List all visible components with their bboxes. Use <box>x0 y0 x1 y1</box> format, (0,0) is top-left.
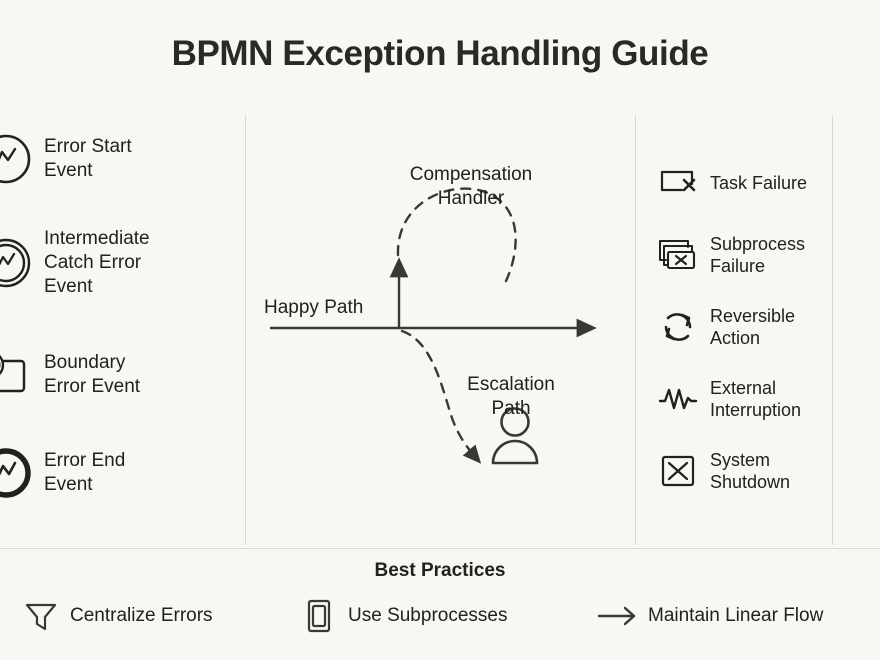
legend-label: System Shutdown <box>710 450 791 492</box>
column-divider-2 <box>635 115 636 545</box>
patterns-column: Bo E C E Com H Esc P Te E <box>833 115 880 545</box>
error-start-event-icon <box>0 131 34 187</box>
triggers-column: Task Failure Subprocess Failure <box>636 115 832 545</box>
legend-item-subprocess-failure: Subprocess Failure <box>658 233 844 277</box>
best-practice-item-centralize-errors: Centralize Errors <box>22 597 213 635</box>
escalation-dashed-path <box>400 329 482 464</box>
legend-item-boundary-error-event: Boundary Error Event <box>0 347 246 403</box>
best-practice-label: Centralize Errors <box>70 605 213 626</box>
legend-item-error-start-event: Error Start Event <box>0 131 246 187</box>
compensation-handler-label: Compensation Handler <box>409 164 533 209</box>
legend-label: External Interruption <box>710 378 802 420</box>
events-column: Error Start Event Intermediate Catch Err… <box>0 115 246 545</box>
happy-path-label: Happy Path <box>264 297 364 318</box>
footer-title: Best Practices <box>374 560 506 581</box>
arrow-right-icon <box>597 597 638 635</box>
legend-item-intermediate-catch-error-event: Intermediate Catch Error Event <box>0 227 246 299</box>
legend-item-reversible-action: Reversible Action <box>658 305 844 349</box>
best-practice-item-maintain-linear-flow: Maintain Linear Flow <box>597 597 824 635</box>
page-title: BPMN Exception Handling Guide <box>171 34 709 73</box>
best-practice-item-use-subprocesses: Use Subprocesses <box>300 597 507 635</box>
compensation-loop-path <box>396 187 517 283</box>
boundary-error-event-icon <box>0 347 34 403</box>
subprocess-failure-icon <box>658 235 698 275</box>
pattern-item: Te E <box>845 451 880 495</box>
legend-label: Subprocess Failure <box>710 234 806 276</box>
legend-label: Error Start Event <box>44 136 132 181</box>
legend-label: Boundary Error Event <box>44 352 141 397</box>
reversible-action-icon <box>658 307 698 347</box>
pattern-item: Com H <box>845 307 880 351</box>
column-divider-3 <box>832 115 833 545</box>
task-failure-icon <box>658 163 698 203</box>
escalation-path-label: Escalation Path <box>467 374 555 419</box>
legend-item-task-failure: Task Failure <box>658 163 844 203</box>
pattern-item: Bo E <box>845 163 880 207</box>
flow-diagram: Compensation Handler Happy Path Escalati… <box>246 115 635 545</box>
legend-label: Error End Event <box>44 450 126 495</box>
column-divider-1 <box>245 115 246 545</box>
best-practices-footer: Best Practices Centralize Errors Use Sub… <box>0 549 880 660</box>
system-shutdown-icon <box>658 451 698 491</box>
nested-rectangle-icon <box>300 597 338 635</box>
legend-label: Reversible Action <box>710 306 796 348</box>
footer-divider <box>0 548 880 549</box>
flow-diagram-graphic <box>270 187 597 465</box>
pattern-item: Esc P <box>845 379 880 423</box>
legend-item-error-end-event: Error End Event <box>0 445 246 501</box>
best-practice-label: Maintain Linear Flow <box>648 605 824 626</box>
funnel-icon <box>22 597 60 635</box>
legend-item-external-interruption: External Interruption <box>658 377 844 421</box>
external-interruption-icon <box>658 379 698 419</box>
best-practice-label: Use Subprocesses <box>348 605 508 626</box>
pattern-item: C E <box>845 235 880 279</box>
legend-label: Intermediate Catch Error Event <box>44 228 150 297</box>
person-icon <box>491 407 539 465</box>
intermediate-catch-error-event-icon <box>0 235 34 291</box>
error-end-event-icon <box>0 445 34 501</box>
legend-item-system-shutdown: System Shutdown <box>658 449 844 493</box>
legend-label: Task Failure <box>710 173 808 193</box>
